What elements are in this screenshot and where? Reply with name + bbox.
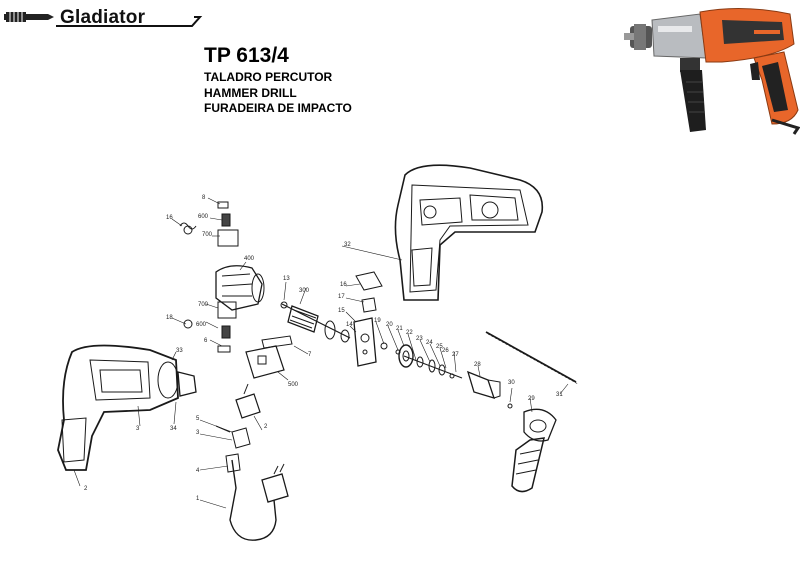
part-label: 20 — [386, 322, 393, 328]
part-label: 21 — [396, 326, 403, 332]
product-name-en: HAMMER DRILL — [204, 85, 297, 100]
part-label: 600 — [198, 214, 209, 220]
hammer-drill-image — [624, 7, 800, 135]
part-label: 13 — [283, 276, 290, 282]
switch-block — [245, 335, 293, 379]
cable-clamp — [215, 383, 261, 449]
side-handle — [507, 403, 557, 493]
part-label: 17 — [338, 294, 345, 300]
part-label: 16 — [340, 282, 347, 288]
part-label: 34 — [170, 426, 177, 432]
part-label: 33 — [176, 348, 183, 354]
brush-holder-upper — [179, 201, 239, 247]
part-label: 16 — [166, 215, 173, 221]
part-label: 27 — [452, 352, 459, 358]
part-label: 31 — [556, 392, 563, 398]
part-label: 2 — [264, 424, 268, 430]
part-label: 18 — [166, 315, 173, 321]
part-label: 15 — [338, 308, 345, 314]
part-label: 26 — [442, 348, 449, 354]
drill-bit — [485, 331, 579, 385]
brush-holder-lower — [183, 301, 237, 353]
assembled-drill — [57, 344, 197, 471]
housing-half — [394, 164, 544, 301]
part-label: 500 — [288, 382, 299, 388]
part-label: 6 — [204, 338, 208, 344]
product-name-pt: FURADEIRA DE IMPACTO — [204, 101, 352, 115]
part-label: 700 — [202, 232, 213, 238]
part-label: 30 — [508, 380, 515, 386]
part-label: 28 — [474, 362, 481, 368]
product-name-es: TALADRO PERCUTOR — [204, 70, 333, 84]
model-number: TP 613/4 — [204, 44, 289, 67]
power-cord — [225, 453, 289, 541]
title-block: TP 613/4 TALADRO PERCUTOR HAMMER DRILL F… — [204, 44, 352, 117]
part-label: 29 — [528, 396, 535, 402]
part-label: 24 — [426, 340, 433, 346]
part-label: 25 — [436, 344, 443, 350]
part-label: 3 — [196, 430, 200, 436]
stator — [215, 265, 265, 311]
part-label: 600 — [196, 322, 207, 328]
part-label: 400 — [244, 256, 255, 262]
part-label: 7 — [308, 352, 312, 358]
part-label: 1 — [196, 496, 200, 502]
armature — [280, 301, 351, 343]
part-label: 300 — [299, 288, 310, 294]
part-label: 8 — [202, 195, 206, 201]
part-label: 700 — [198, 302, 209, 308]
part-label: 3 — [136, 426, 140, 432]
part-label: 22 — [406, 330, 413, 336]
part-label: 32 — [344, 242, 351, 248]
part-label: 2 — [84, 486, 88, 492]
chuck — [449, 370, 501, 399]
product-photo — [622, 0, 800, 138]
drill-bit-logo-icon — [4, 12, 203, 27]
gear-train — [380, 342, 463, 379]
part-label: 5 — [196, 416, 200, 422]
part-label: 19 — [374, 318, 381, 324]
part-label: 23 — [416, 336, 423, 342]
part-label: 14 — [346, 322, 353, 328]
brand-name: Gladiator — [60, 7, 146, 28]
brand-logo: Gladiator — [4, 4, 204, 30]
gear-plate — [353, 271, 383, 367]
part-label: 4 — [196, 468, 200, 474]
part-labels: 8 16 600 700 400 13 300 700 18 600 6 500… — [84, 195, 563, 502]
